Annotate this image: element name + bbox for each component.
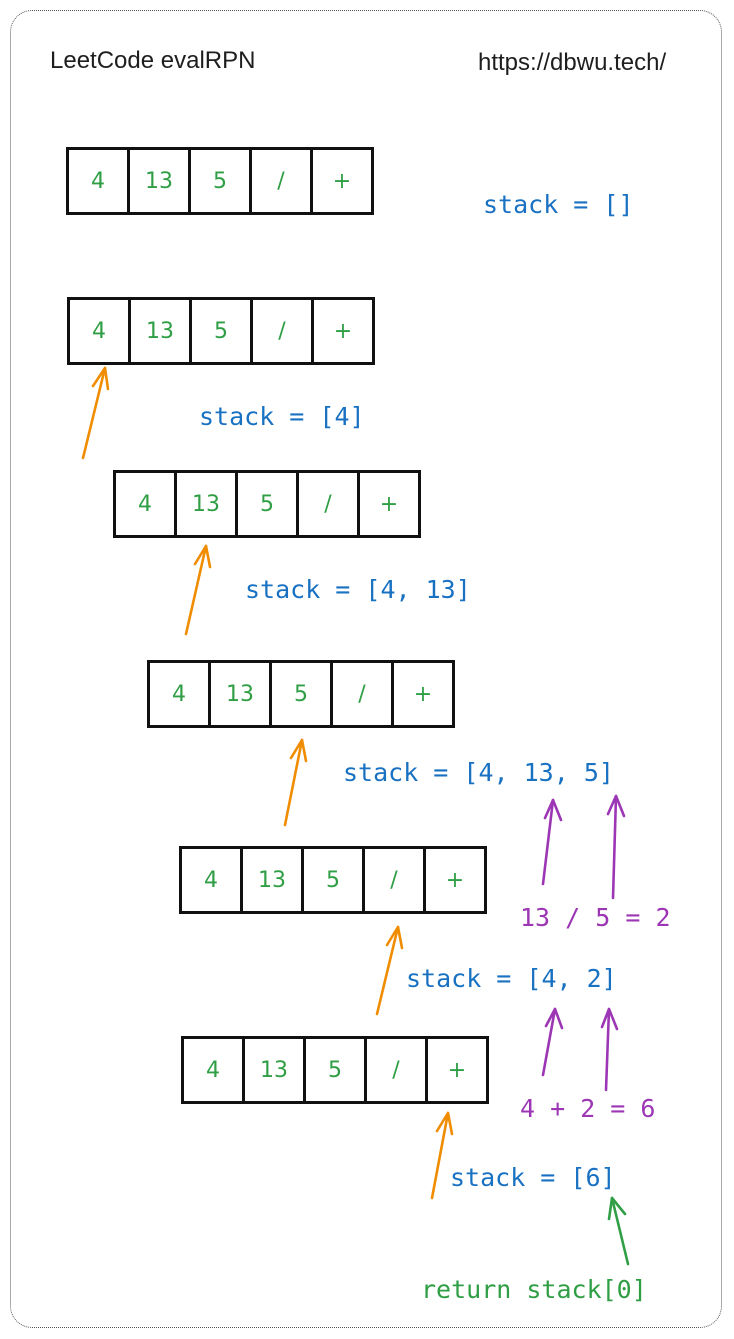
token-cell: 5 [269,660,333,728]
token-array-step-4: 4 13 5 / + [179,846,487,914]
token-cell: / [362,846,426,914]
token-cell: 5 [303,1036,367,1104]
stack-state-label: stack = [4] [199,402,365,431]
token-array-step-2: 4 13 5 / + [113,470,421,538]
token-cell: 4 [179,846,243,914]
token-cell: / [330,660,394,728]
token-cell: + [423,846,487,914]
token-cell: 13 [128,297,192,365]
token-cell: 5 [189,297,253,365]
stack-state-label: stack = [4, 13, 5] [343,758,614,787]
token-cell: 13 [240,846,304,914]
token-cell: 4 [67,297,131,365]
return-label: return stack[0] [421,1275,647,1304]
stack-state-label: stack = [] [483,190,634,219]
token-array-step-1: 4 13 5 / + [67,297,375,365]
diagram-title: LeetCode evalRPN [50,47,256,74]
token-cell: + [425,1036,489,1104]
stack-state-label: stack = [4, 13] [245,575,471,604]
token-cell: + [311,297,375,365]
diagram-frame [10,10,722,1328]
token-cell: 4 [147,660,211,728]
stack-state-label: stack = [4, 2] [406,964,617,993]
token-cell: 4 [181,1036,245,1104]
token-cell: 13 [208,660,272,728]
token-cell: + [310,147,374,215]
token-cell: + [391,660,455,728]
token-cell: / [250,297,314,365]
token-array-step-0: 4 13 5 / + [66,147,374,215]
token-cell: + [357,470,421,538]
calculation-label: 4 + 2 = 6 [520,1094,656,1123]
token-cell: 13 [242,1036,306,1104]
token-cell: 4 [66,147,130,215]
token-cell: 5 [188,147,252,215]
token-array-step-5: 4 13 5 / + [181,1036,489,1104]
token-cell: / [296,470,360,538]
token-array-step-3: 4 13 5 / + [147,660,455,728]
token-cell: 5 [235,470,299,538]
token-cell: 5 [301,846,365,914]
source-url: https://dbwu.tech/ [478,49,667,76]
token-cell: 13 [127,147,191,215]
token-cell: 13 [174,470,238,538]
calculation-label: 13 / 5 = 2 [520,903,671,932]
token-cell: / [364,1036,428,1104]
token-cell: / [249,147,313,215]
token-cell: 4 [113,470,177,538]
stack-state-label: stack = [6] [450,1163,616,1192]
